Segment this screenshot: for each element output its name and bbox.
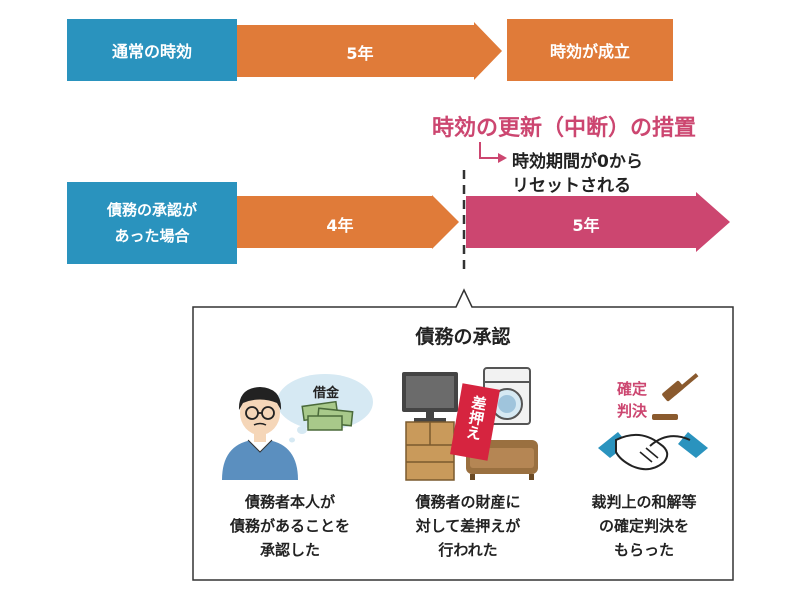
caption-line: もらった: [613, 541, 674, 559]
row2-arrow-after: [466, 192, 730, 252]
row2-arrow-before: [237, 195, 459, 249]
prescription-complete-label: 時効が成立: [549, 42, 630, 61]
caption-line: 債務者本人が: [244, 493, 335, 511]
row1-arrow: [237, 22, 502, 80]
reset-connector-head: [498, 153, 507, 163]
prescription-complete-box: 時効が成立: [507, 19, 673, 81]
item-debtor-caption: 債務者本人が 債務があることを 承認した: [200, 490, 380, 562]
caption-line: 裁判上の和解等: [591, 493, 697, 511]
reset-connector: [479, 142, 498, 159]
seizure-illustration: [402, 367, 538, 481]
row2-duration-after-label: 5年: [572, 216, 600, 235]
reset-text-line2: リセットされる: [512, 176, 631, 196]
row1-duration-label: 5年: [346, 44, 374, 63]
item-judgment-caption: 裁判上の和解等 の確定判決を もらった: [564, 490, 724, 562]
judgment-tag-line2: 判決: [616, 402, 647, 420]
judgment-illustration: [598, 373, 708, 471]
callout-title: 債務の承認: [415, 326, 511, 348]
debt-acknowledged-line1: 債務の承認が: [106, 201, 197, 219]
caption-line: 債務があることを: [229, 517, 350, 535]
row2-duration-before-label: 4年: [326, 216, 354, 235]
judgment-tag-line1: 確定: [616, 380, 647, 398]
debtor-illustration: [222, 374, 373, 480]
caption-line: 行われた: [438, 541, 498, 559]
caption-line: 対して差押えが: [415, 517, 521, 535]
debt-acknowledged-box: 債務の承認が あった場合: [67, 182, 237, 264]
caption-line: 承認した: [259, 541, 320, 559]
debt-acknowledged-line2: あった場合: [114, 227, 190, 245]
item-seizure-caption: 債務者の財産に 対して差押えが 行われた: [378, 490, 558, 562]
measure-title: 時効の更新（中断）の措置: [432, 116, 697, 141]
caption-line: 債務者の財産に: [415, 493, 521, 511]
debt-tag-label: 借金: [312, 386, 339, 401]
reset-text-line1: 時効期間が0から: [512, 152, 643, 172]
normal-prescription-box: 通常の時効: [67, 19, 237, 81]
normal-prescription-label: 通常の時効: [111, 42, 192, 61]
caption-line: の確定判決を: [598, 517, 689, 535]
